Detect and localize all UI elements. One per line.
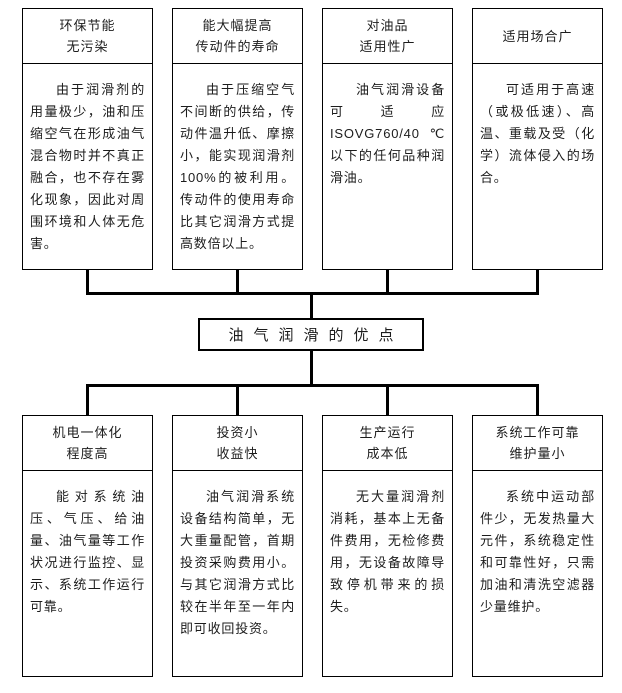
box-title-line-1: 机电一体化	[52, 425, 123, 440]
advantage-box-bottom-4: 系统工作可靠 维护量小 系统中运动部件少，无发热量大元件，系统稳定性和可靠性好，…	[472, 415, 603, 677]
box-body-text: 系统中运动部件少，无发热量大元件，系统稳定性和可靠性好，只需加油和清洗空滤器少量…	[480, 489, 595, 614]
box-title-line-2: 收益快	[216, 446, 259, 461]
box-title-line-1: 投资小	[216, 425, 259, 440]
box-title: 机电一体化 程度高	[23, 416, 152, 471]
advantage-box-bottom-2: 投资小 收益快 油气润滑系统设备结构简单，无大重量配管，首期投资采购费用小。与其…	[172, 415, 303, 677]
center-title: 油气润滑的优点	[228, 327, 404, 344]
box-body-text: 无大量润滑剂消耗，基本上无备件费用，无检修费用，无设备故障导致停机带来的损失。	[330, 489, 445, 614]
connector-stub-top-1	[86, 270, 89, 293]
box-title: 适用场合广	[473, 9, 602, 64]
box-title: 能大幅提高 传动件的寿命	[173, 9, 302, 64]
connector-bus-bottom	[86, 384, 539, 387]
box-body-text: 油气润滑设备可适应ISOVG760/40℃以下的任何品种润滑油。	[330, 82, 445, 185]
box-title: 对油品 适用性广	[323, 9, 452, 64]
connector-stub-top-3	[386, 270, 389, 293]
box-title: 系统工作可靠 维护量小	[473, 416, 602, 471]
box-body-text: 能对系统油压、气压、给油量、油气量等工作状况进行监控、显示、系统工作运行可靠。	[30, 489, 145, 614]
connector-stub-bottom-2	[236, 384, 239, 415]
box-title: 生产运行 成本低	[323, 416, 452, 471]
box-title: 环保节能 无污染	[23, 9, 152, 64]
box-title: 投资小 收益快	[173, 416, 302, 471]
box-title-line-1: 能大幅提高	[202, 18, 273, 33]
box-title-line-2: 无污染	[66, 39, 109, 54]
box-title-line-1: 适用场合广	[502, 28, 573, 44]
advantage-box-top-4: 适用场合广 可适用于高速（或极低速）、高温、重载及受（化学）流体侵入的场合。	[472, 8, 603, 270]
connector-stub-bottom-3	[386, 384, 389, 415]
center-title-box: 油气润滑的优点	[198, 318, 424, 351]
advantage-box-top-1: 环保节能 无污染 由于润滑剂的用量极少，油和压缩空气在形成油气混合物时并不真正融…	[22, 8, 153, 270]
box-title-line-1: 系统工作可靠	[495, 425, 580, 440]
advantage-box-bottom-3: 生产运行 成本低 无大量润滑剂消耗，基本上无备件费用，无检修费用，无设备故障导致…	[322, 415, 453, 677]
box-title-line-2: 程度高	[66, 446, 109, 461]
connector-stub-top-4	[536, 270, 539, 293]
box-body-text: 油气润滑系统设备结构简单，无大重量配管，首期投资采购费用小。与其它润滑方式比较在…	[180, 489, 295, 636]
connector-stub-bottom-1	[86, 384, 89, 415]
box-title-line-1: 环保节能	[59, 18, 116, 33]
box-body-text: 可适用于高速（或极低速）、高温、重载及受（化学）流体侵入的场合。	[480, 82, 595, 185]
connector-stub-bottom-4	[536, 384, 539, 415]
box-title-line-2: 维护量小	[509, 446, 566, 461]
box-body-text: 由于压缩空气不间断的供给，传动件温升低、摩擦小，能实现润滑剂100%的被利用。传…	[180, 82, 295, 251]
connector-drop-lower	[310, 351, 313, 385]
box-title-line-2: 传动件的寿命	[195, 39, 280, 54]
box-title-line-1: 对油品	[366, 18, 409, 33]
box-title-line-1: 生产运行	[359, 425, 416, 440]
advantage-box-bottom-1: 机电一体化 程度高 能对系统油压、气压、给油量、油气量等工作状况进行监控、显示、…	[22, 415, 153, 677]
box-title-line-2: 适用性广	[359, 39, 416, 54]
connector-drop-upper	[310, 292, 313, 318]
connector-stub-top-2	[236, 270, 239, 293]
box-body-text: 由于润滑剂的用量极少，油和压缩空气在形成油气混合物时并不真正融合，也不存在雾化现…	[30, 82, 145, 251]
advantage-box-top-2: 能大幅提高 传动件的寿命 由于压缩空气不间断的供给，传动件温升低、摩擦小，能实现…	[172, 8, 303, 270]
advantage-box-top-3: 对油品 适用性广 油气润滑设备可适应ISOVG760/40℃以下的任何品种润滑油…	[322, 8, 453, 270]
box-title-line-2: 成本低	[366, 446, 409, 461]
